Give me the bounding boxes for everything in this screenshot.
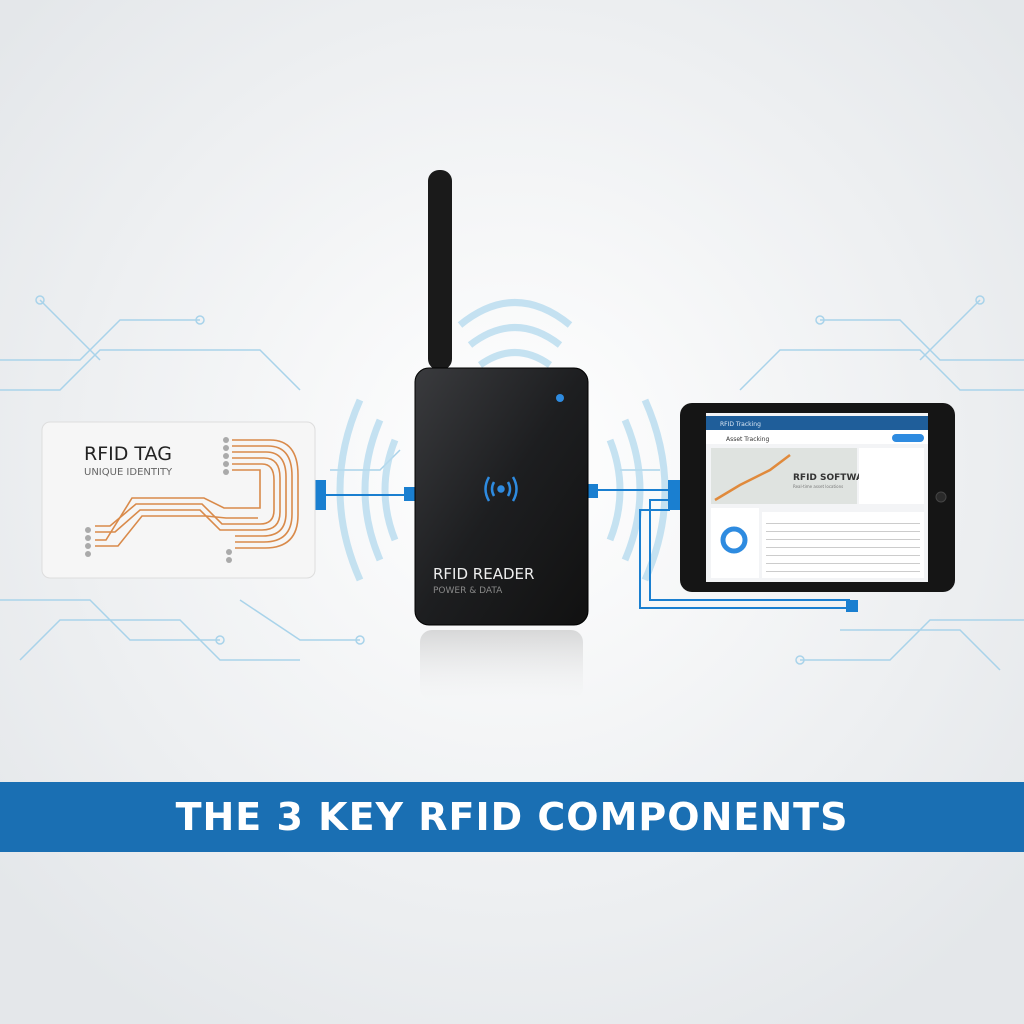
tag-connector — [314, 480, 326, 510]
app-header: RFID Tracking — [720, 421, 761, 428]
software-overlay-title: RFID SOFTWARE — [793, 473, 876, 483]
asset-table-rows — [766, 523, 920, 572]
page-title: Asset Tracking — [726, 436, 769, 443]
tag-contacts — [85, 437, 232, 563]
route-line — [714, 454, 791, 502]
reader-port-left — [404, 487, 416, 501]
reader-reflection — [420, 630, 583, 700]
donut-chart — [720, 526, 748, 554]
map-panel — [711, 448, 857, 504]
reader-title: RFID READER — [433, 565, 534, 583]
title-banner: THE 3 KEY RFID COMPONENTS — [0, 782, 1024, 852]
tag-subtitle: UNIQUE IDENTITY — [84, 467, 173, 478]
banner-title: THE 3 KEY RFID COMPONENTS — [175, 795, 849, 839]
tag-antenna-coil — [95, 439, 299, 549]
circuit-traces-left — [0, 295, 401, 661]
nfc-wave-icon — [484, 476, 518, 502]
asset-table — [762, 512, 924, 578]
cables — [325, 489, 850, 609]
status-led — [556, 394, 564, 402]
donut-panel — [711, 508, 759, 578]
usb-plug — [846, 600, 858, 612]
app-header-bar — [706, 416, 928, 430]
software-overlay-subtitle: Real-time asset locations — [793, 484, 843, 489]
circuit-traces-right — [620, 295, 1024, 671]
tag-title: RFID TAG — [84, 443, 172, 465]
rfid-reader: RFID READER POWER & DATA — [414, 170, 589, 700]
tablet: RFID Tracking Asset Tracking RFID SOFTWA… — [680, 403, 955, 592]
reader-port-right — [588, 484, 598, 498]
rfid-tag-card: RFID TAG UNIQUE IDENTITY — [41, 421, 316, 579]
tablet-connector — [668, 480, 680, 510]
home-button — [935, 491, 947, 503]
status-table — [859, 448, 924, 504]
action-button[interactable] — [892, 434, 924, 442]
reader-subtitle: POWER & DATA — [433, 586, 503, 596]
antenna — [428, 170, 452, 370]
